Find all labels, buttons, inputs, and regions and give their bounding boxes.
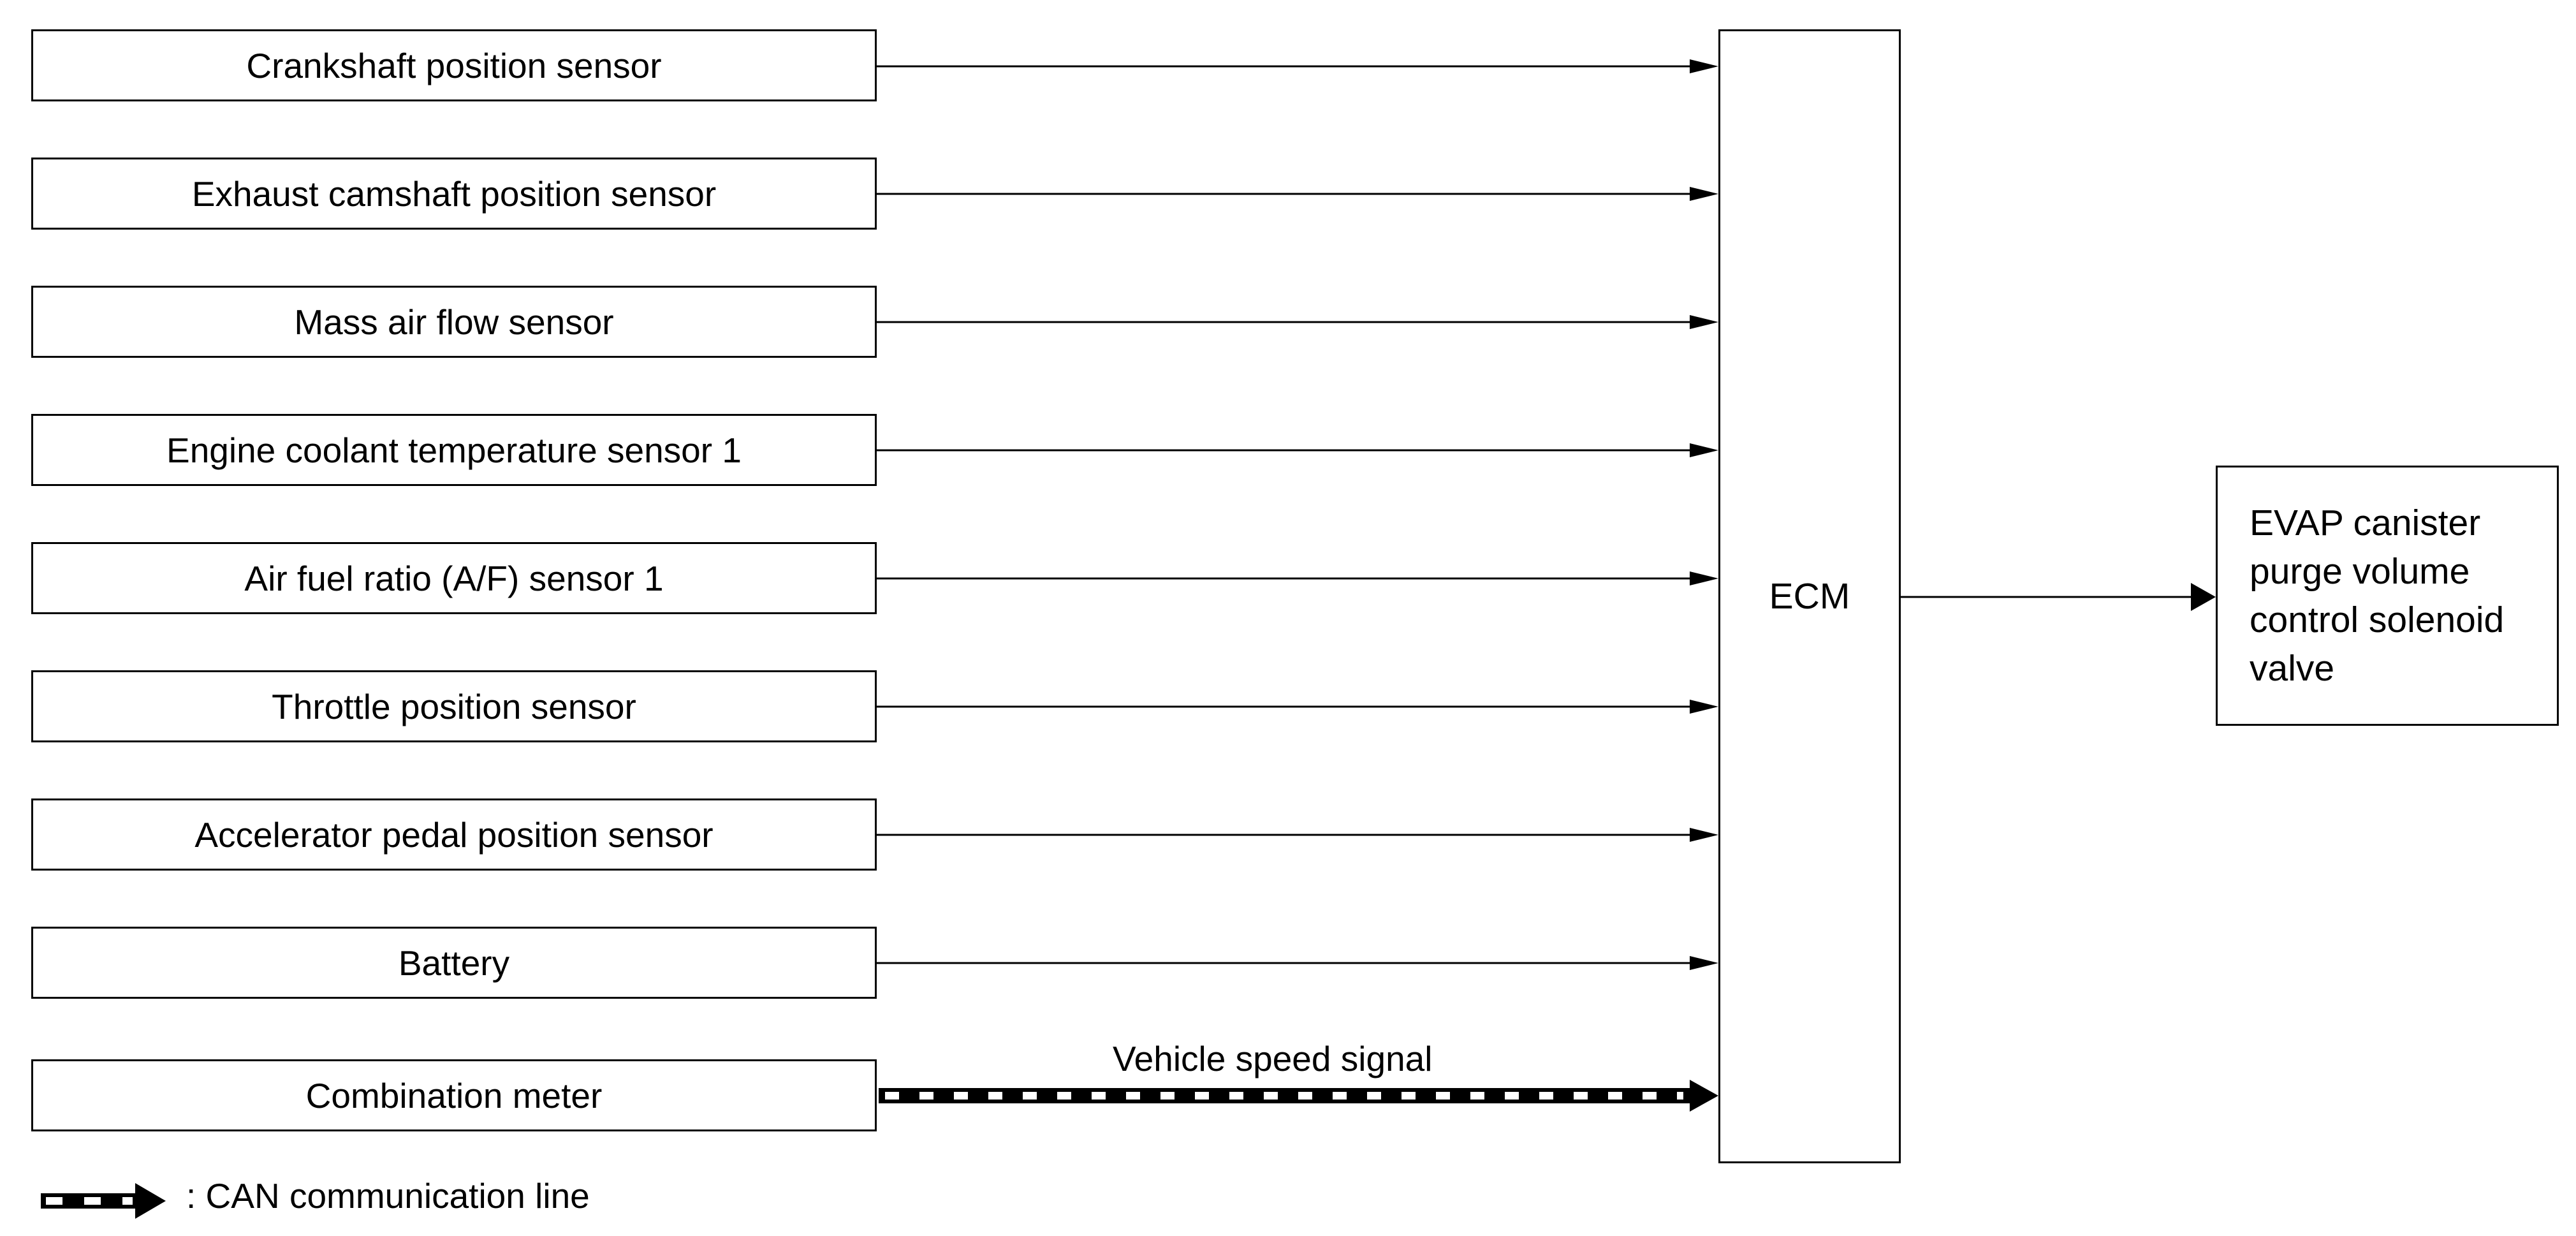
arrow-exhaust-camshaft-to-ecm xyxy=(877,187,1718,201)
sensor-label: Crankshaft position sensor xyxy=(246,45,662,85)
arrow-air-fuel-ratio-to-ecm xyxy=(877,571,1718,585)
arrow-accelerator-pedal-to-ecm xyxy=(877,828,1718,842)
vehicle-speed-signal-label: Vehicle speed signal xyxy=(1113,1039,1433,1078)
ecm-box: ECM xyxy=(1718,29,1901,1163)
evap-purge-valve-box: EVAP canister purge volume control solen… xyxy=(2216,466,2559,726)
throttle-position-sensor-box: Throttle position sensor xyxy=(31,670,877,742)
arrow-ecm-to-output xyxy=(1901,583,2216,611)
engine-coolant-temperature-sensor-box: Engine coolant temperature sensor 1 xyxy=(31,414,877,486)
exhaust-camshaft-position-sensor-box: Exhaust camshaft position sensor xyxy=(31,158,877,230)
crankshaft-position-sensor-box: Crankshaft position sensor xyxy=(31,29,877,101)
output-line: valve xyxy=(2250,648,2335,689)
output-label: EVAP canister purge volume control solen… xyxy=(2250,499,2504,693)
sensor-label: Engine coolant temperature sensor 1 xyxy=(166,430,742,470)
output-line: EVAP canister xyxy=(2250,503,2481,543)
arrow-battery-to-ecm xyxy=(877,956,1718,970)
combination-meter-box: Combination meter xyxy=(31,1059,877,1131)
arrow-crankshaft-to-ecm xyxy=(877,59,1718,73)
legend-text: : CAN communication line xyxy=(186,1176,590,1216)
ecm-label: ECM xyxy=(1769,576,1850,617)
can-legend-symbol xyxy=(41,1183,166,1219)
sensor-label: Accelerator pedal position sensor xyxy=(194,814,714,855)
sensor-label: Exhaust camshaft position sensor xyxy=(191,173,717,214)
arrow-mass-air-flow-to-ecm xyxy=(877,315,1718,329)
arrow-throttle-position-to-ecm xyxy=(877,700,1718,714)
arrow-coolant-temp-to-ecm xyxy=(877,443,1718,457)
output-line: purge volume xyxy=(2250,551,2470,592)
output-line: control solenoid xyxy=(2250,600,2505,640)
air-fuel-ratio-sensor-box: Air fuel ratio (A/F) sensor 1 xyxy=(31,542,877,614)
sensor-label: Throttle position sensor xyxy=(272,686,636,726)
mass-air-flow-sensor-box: Mass air flow sensor xyxy=(31,286,877,358)
battery-box: Battery xyxy=(31,927,877,999)
can-line-combination-meter-to-ecm xyxy=(879,1080,1718,1112)
sensor-label: Combination meter xyxy=(305,1075,603,1115)
sensor-label: Battery xyxy=(398,943,510,983)
sensor-label: Air fuel ratio (A/F) sensor 1 xyxy=(244,558,664,598)
accelerator-pedal-position-sensor-box: Accelerator pedal position sensor xyxy=(31,798,877,871)
sensor-label: Mass air flow sensor xyxy=(294,302,614,342)
